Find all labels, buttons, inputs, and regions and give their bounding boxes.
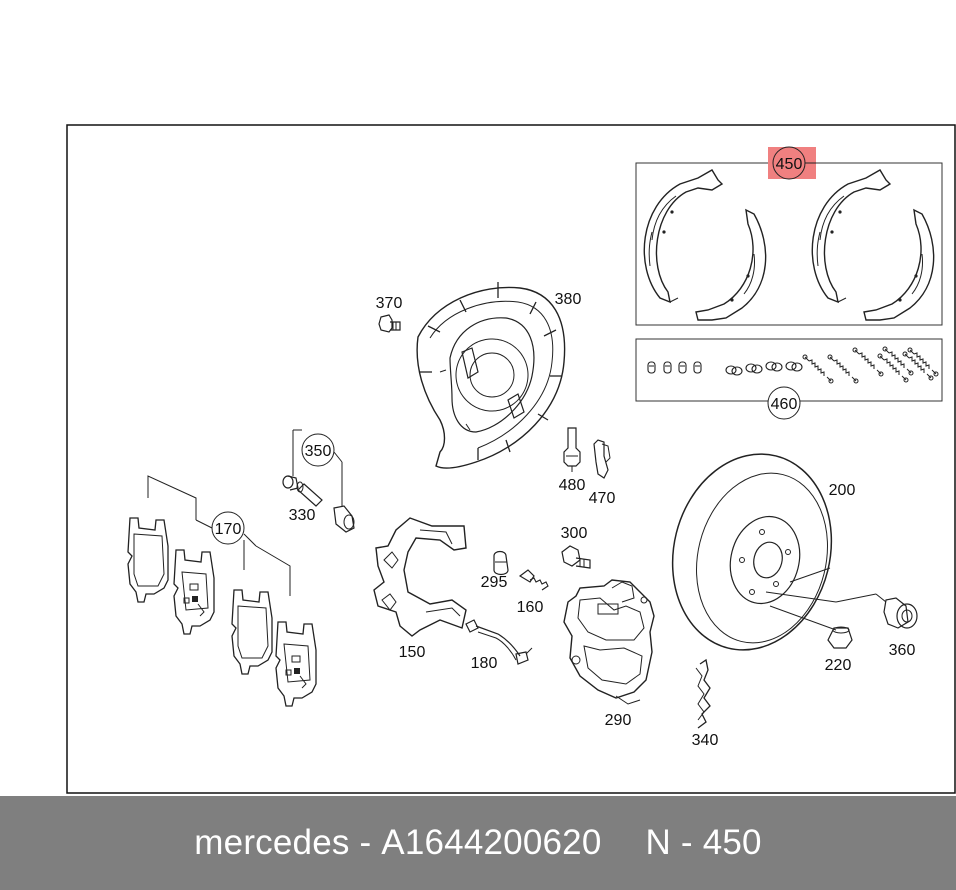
callout-150: 150: [399, 644, 426, 661]
callout-180: 180: [471, 655, 498, 672]
position-number: 450: [702, 823, 762, 862]
brake-disc-200[interactable]: 200: [652, 437, 855, 667]
separator: -: [670, 823, 703, 862]
callout-340: 340: [692, 732, 719, 749]
cap-295[interactable]: 295: [481, 550, 509, 592]
callout-450: 450: [776, 156, 803, 173]
bolt-300[interactable]: 300: [561, 525, 591, 569]
retaining-spring-470[interactable]: 470: [589, 439, 616, 507]
separator: -: [349, 823, 382, 862]
bleeder-screw-480[interactable]: 480: [559, 427, 586, 494]
callout-480: 480: [559, 477, 586, 494]
callout-330: 330: [289, 507, 316, 524]
brake-parts-diagram: 450 460 370 380: [66, 124, 956, 794]
callout-470: 470: [589, 490, 616, 507]
brake-shoe-group-450[interactable]: 450: [635, 146, 943, 326]
brake-pad-set-170[interactable]: 170: [127, 475, 317, 707]
diagram-frame: [66, 124, 956, 794]
callout-370: 370: [376, 295, 403, 312]
brake-pad-1: [127, 517, 169, 603]
callout-200: 200: [829, 482, 856, 499]
part-number: A1644200620: [381, 823, 602, 862]
footer-caption: mercedes - A1644200620 N - 450: [0, 796, 956, 890]
brake-pad-4: [275, 621, 317, 707]
callout-460: 460: [771, 396, 798, 413]
brake-caliper-290[interactable]: 290: [563, 579, 655, 729]
brake-shoe-right: [811, 169, 935, 321]
callout-380: 380: [555, 291, 582, 308]
bolt-360[interactable]: 360: [765, 591, 918, 659]
wear-sensor-180[interactable]: 180: [465, 619, 533, 672]
callout-290: 290: [605, 712, 632, 729]
guide-pin-group-350[interactable]: 350 330: [282, 429, 355, 533]
brake-pad-2: [173, 549, 215, 635]
brand-label: mercedes: [194, 823, 350, 862]
bolt-160[interactable]: 160: [517, 569, 549, 616]
bolt-370[interactable]: 370: [376, 295, 403, 333]
brake-shoe-left: [643, 169, 767, 321]
callout-360: 360: [889, 642, 916, 659]
callout-160: 160: [517, 599, 544, 616]
position-prefix: N: [645, 823, 671, 862]
backing-plate-380[interactable]: 380: [416, 282, 582, 469]
brake-pad-3: [231, 589, 273, 675]
caliper-carrier-150[interactable]: 150: [373, 517, 467, 661]
callout-350: 350: [305, 443, 332, 460]
hardware-kit-group-460[interactable]: 460: [635, 338, 943, 420]
callout-220: 220: [825, 657, 852, 674]
callout-170: 170: [215, 521, 242, 538]
screw-220[interactable]: 220: [769, 605, 853, 674]
callout-295: 295: [481, 574, 508, 591]
callout-300: 300: [561, 525, 588, 542]
spring-clip-340[interactable]: 340: [692, 658, 719, 749]
